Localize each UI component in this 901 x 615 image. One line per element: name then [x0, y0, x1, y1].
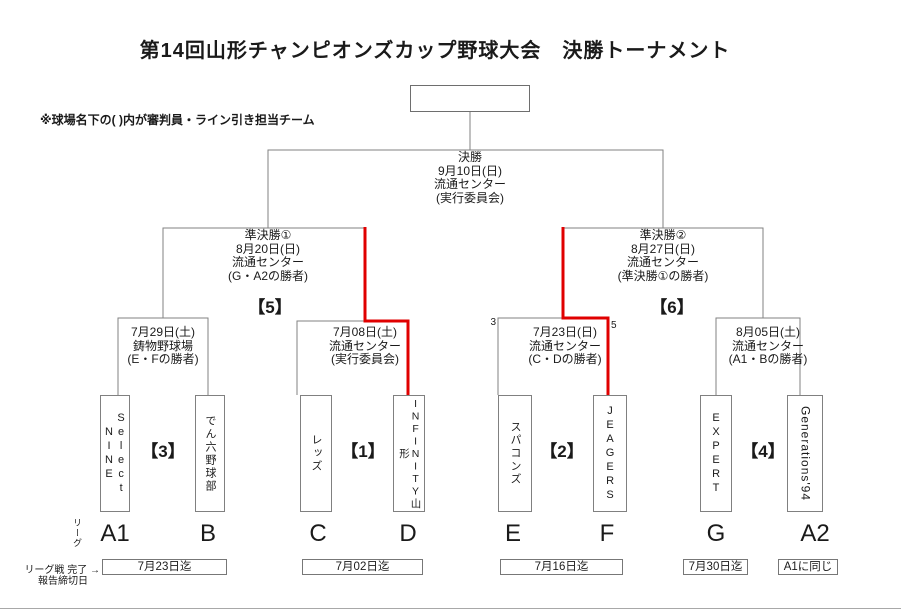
- team-box-f: JEAGERS: [593, 395, 627, 512]
- deadline-box-a2: A1に同じ: [778, 559, 838, 575]
- line-semifinal2: [563, 227, 764, 318]
- line-semifinal1: [162, 227, 365, 318]
- final-block: 決勝 9月10日(日) 流通センター (実行委員会): [433, 150, 507, 205]
- deadline-box-ef: 7月16日迄: [500, 559, 623, 575]
- qf-ga2-date: 8月05日(土): [735, 325, 800, 339]
- final-venue: 流通センター: [433, 177, 507, 191]
- qf-a1b-block: 7月29日(土) 鋳物野球場 (E・Fの勝者): [127, 325, 199, 367]
- semifinal2-date: 8月27日(日): [630, 241, 696, 256]
- league-slot-f: F: [599, 520, 615, 547]
- semifinal2-label: 準決勝②: [639, 228, 687, 242]
- umpire-note: ※球場名下の( )内が審判員・ライン引き担当チーム: [40, 113, 315, 127]
- league-slot-b: B: [199, 520, 217, 547]
- final-duty: (実行委員会): [435, 190, 504, 205]
- team-box-e: スパコンズ: [498, 395, 532, 512]
- qf-ef-venue: 流通センター: [528, 338, 602, 353]
- qf-a1b-duty: (E・Fの勝者): [127, 352, 199, 366]
- qf-cd-duty: (実行委員会): [330, 352, 399, 366]
- semifinal1-venue: 流通センター: [231, 255, 305, 269]
- qf-ef-duty: (C・Dの勝者): [528, 352, 602, 366]
- line-qf-cd-left: [296, 320, 365, 395]
- semifinal1-duty: (G・A2の勝者): [227, 268, 309, 283]
- team-name-b: でん六野球部: [204, 414, 217, 493]
- league-label: リーグ: [72, 518, 82, 548]
- team-box-a2: Generations'94: [787, 395, 823, 512]
- team-name-c: レッズ: [310, 434, 323, 473]
- deadline-caption-line2: 報告締切日: [38, 576, 88, 587]
- team-box-a1: Select NINE: [100, 395, 130, 512]
- line-final-bracket: [267, 149, 664, 228]
- league-slot-a1: A1: [100, 520, 130, 547]
- game-number-1: 【1】: [341, 442, 385, 461]
- league-slot-g: G: [706, 520, 726, 547]
- qf-a1b-venue: 鋳物野球場: [132, 338, 194, 353]
- deadline-box-cd: 7月02日迄: [302, 559, 423, 575]
- qf-a1b-date: 7月29日(土): [130, 325, 196, 339]
- team-name-a2: Generations'94: [798, 405, 813, 501]
- qf-cd-date: 7月08日(土): [332, 325, 398, 339]
- semifinal1-label: 準決勝①: [244, 228, 292, 242]
- semifinal1-block: 準決勝① 8月20日(日) 流通センター (G・A2の勝者): [227, 228, 309, 283]
- game-number-2: 【2】: [540, 442, 584, 461]
- qf-ga2-duty: (A1・Bの勝者): [728, 352, 808, 366]
- line-qf-ef-left: [497, 317, 563, 395]
- semifinal2-block: 準決勝② 8月27日(日) 流通センター (準決勝①の勝者): [617, 228, 709, 283]
- team-box-d: INFINITY山形: [393, 395, 425, 512]
- score-team-e: 3: [490, 317, 496, 328]
- team-name-g: EXPERT: [710, 411, 723, 496]
- advance-line-team-d: [363, 227, 410, 395]
- team-name-d: INFINITY山形: [398, 398, 422, 509]
- qf-ga2-block: 8月05日(土) 流通センター (A1・Bの勝者): [728, 325, 808, 367]
- line-qf-ga2: [715, 317, 801, 395]
- league-slot-c: C: [309, 520, 327, 547]
- team-box-c: レッズ: [300, 395, 332, 512]
- semifinal1-date: 8月20日(日): [235, 241, 301, 256]
- team-name-e: スパコンズ: [509, 421, 522, 486]
- qf-ef-block: 7月23日(日) 流通センター (C・Dの勝者): [528, 325, 602, 367]
- game-number-5: 【5】: [248, 298, 292, 317]
- final-date: 9月10日(日): [437, 163, 503, 178]
- final-label: 決勝: [457, 150, 483, 164]
- page-title: 第14回山形チャンピオンズカップ野球大会 決勝トーナメント: [139, 40, 731, 62]
- semifinal2-duty: (準決勝①の勝者): [617, 268, 709, 283]
- line-qf-a1b: [117, 317, 209, 395]
- league-slot-a2: A2: [800, 520, 830, 547]
- qf-cd-venue: 流通センター: [328, 338, 402, 353]
- deadline-box-a1b: 7月23日迄: [102, 559, 227, 575]
- game-number-6: 【6】: [650, 298, 694, 317]
- page-bottom-rule: [0, 608, 901, 609]
- league-slot-e: E: [504, 520, 522, 547]
- game-number-3: 【3】: [141, 442, 185, 461]
- team-box-b: でん六野球部: [195, 395, 225, 512]
- team-name-f: JEAGERS: [604, 404, 617, 503]
- deadline-box-g: 7月30日迄: [683, 559, 748, 575]
- team-box-g: EXPERT: [700, 395, 732, 512]
- qf-ef-date: 7月23日(日): [532, 325, 598, 339]
- score-team-f: 5: [611, 320, 617, 331]
- qf-cd-block: 7月08日(土) 流通センター (実行委員会): [328, 325, 402, 367]
- game-number-4: 【4】: [741, 442, 785, 461]
- qf-ga2-venue: 流通センター: [731, 338, 804, 353]
- advance-line-team-f: [561, 227, 610, 395]
- team-name-a1: Select NINE: [103, 411, 128, 496]
- league-slot-d: D: [399, 520, 417, 547]
- deadline-caption-line1: リーグ戦 完了 →: [24, 565, 100, 576]
- semifinal2-venue: 流通センター: [626, 255, 700, 269]
- champion-box: [410, 85, 530, 112]
